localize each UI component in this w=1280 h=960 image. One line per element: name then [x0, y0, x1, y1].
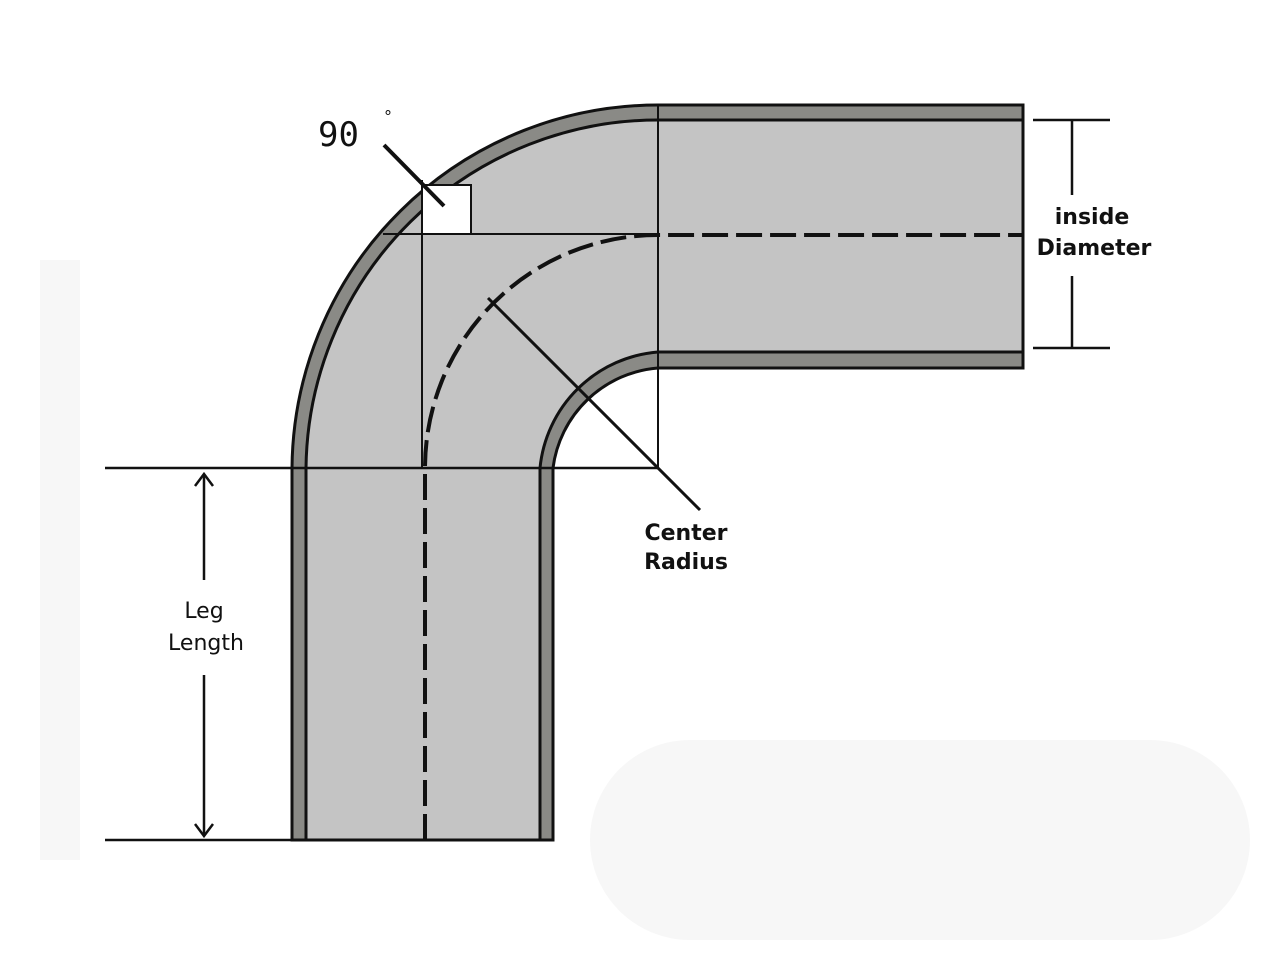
leg-arrow-down-icon — [194, 823, 214, 839]
center-radius-label-line2: Radius — [644, 550, 728, 575]
leg-length-label-line1: Leg — [184, 599, 223, 624]
inside-diameter-label-line2: Diameter — [1037, 236, 1152, 261]
angle-value: 90 — [318, 115, 359, 155]
degree-symbol: ° — [384, 107, 392, 126]
leg-length-label-line2: Length — [168, 631, 244, 656]
center-radius-label-line1: Center — [644, 521, 727, 546]
background-shade-left — [40, 260, 80, 860]
leg-arrow-up-icon — [194, 471, 214, 487]
center-radius-line — [486, 296, 702, 512]
inside-diameter-label-line1: inside — [1055, 205, 1130, 230]
angle-pointer — [382, 143, 446, 208]
pipe-inner-bore — [304, 118, 1025, 842]
background-shade-bottom — [590, 740, 1250, 940]
